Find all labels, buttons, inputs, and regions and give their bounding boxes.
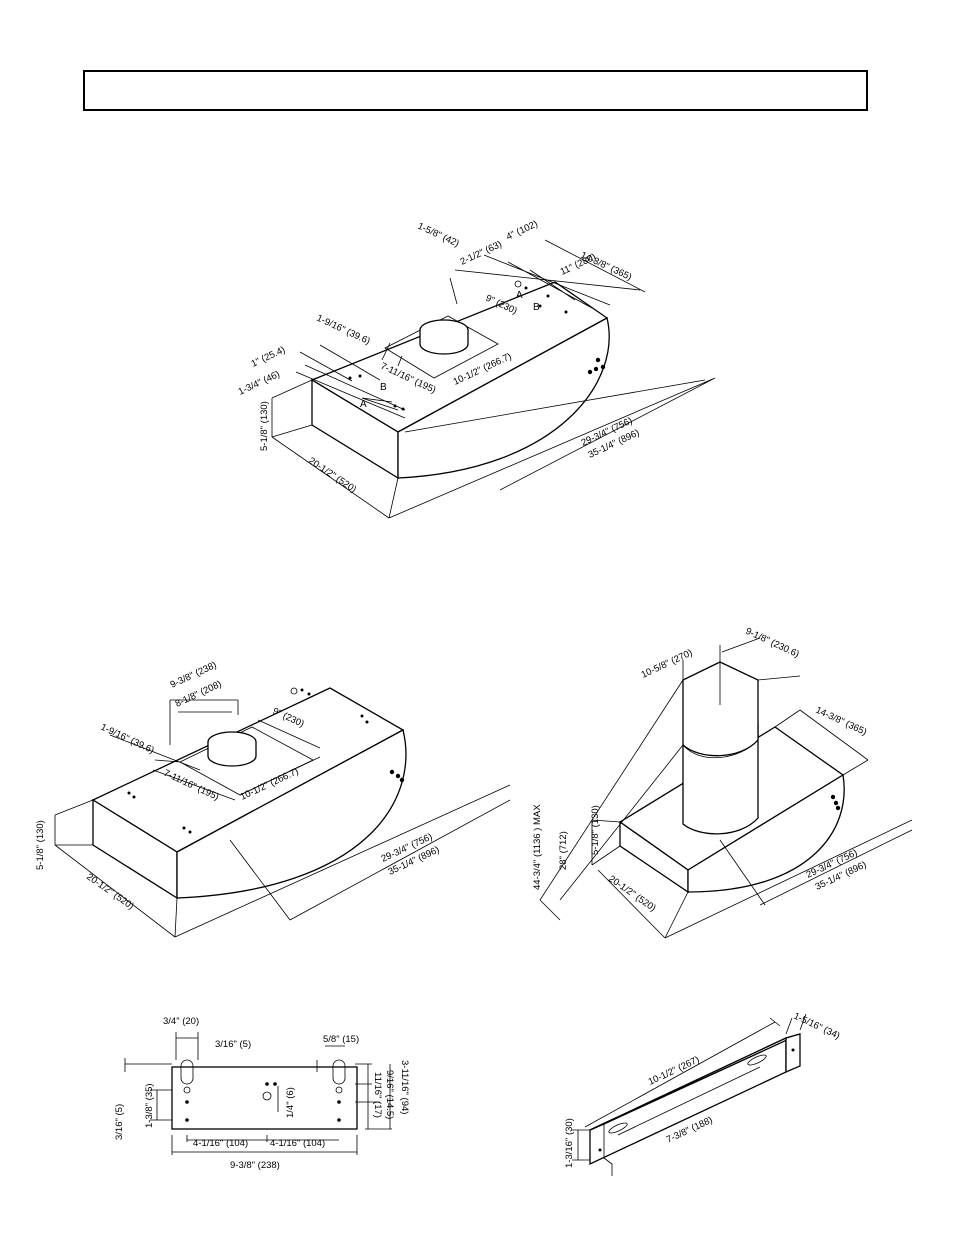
bl-dim-lines [124,1032,392,1155]
title-box [83,70,868,111]
top-dim-text: 1-3/4" (46) [237,369,282,398]
top-dim-text: 1" (25.4) [250,344,287,369]
bl-center-hole [262,1091,272,1101]
mr-dim-text: 5-1/8" (130) [590,805,601,855]
bl-dim-text: 9/16" (14.5) [384,1070,395,1119]
top-label-b: B [533,302,540,313]
bottom-right-view: 1-5/16" (34) 10-1/2" (267) 7-3/8" (188) … [564,1011,842,1176]
mr-dim-text: 20-1/2" (520) [606,873,657,914]
ml-dim-lines [54,699,511,938]
br-dim-lines [572,1013,807,1161]
br-bracket-end [785,1033,801,1073]
top-light-dot [593,366,599,372]
top-light-dot [595,357,601,363]
bl-dim-text: 11/16" (17) [372,1072,383,1118]
br-dim-text: 1-3/16" (30) [564,1118,575,1168]
bl-keyhole-slot [332,1059,346,1085]
top-label-b: B [380,382,387,393]
bl-dim-text: 3/16" (5) [114,1104,125,1140]
top-label-a: A [360,399,367,410]
br-slot [608,1122,628,1134]
bl-dim-text: 3/16" (5) [215,1039,251,1050]
ml-dim-text: 20-1/2" (520) [84,871,135,912]
bl-dim-text: 1/4" (6) [285,1087,296,1118]
top-dim-text: 4" (102) [505,219,540,243]
ml-hole [290,687,298,695]
ml-duct-collar [207,742,257,767]
middle-left-view: 9-3/8" (238) 8-1/8" (208) 9" (230) 1-9/1… [35,660,511,938]
bl-dim-text: 3-11/16" (94) [399,1060,410,1114]
ml-hood-curved-side [176,729,407,899]
br-bracket-top [589,1033,801,1131]
mr-dim-text: 44-3/4" (1136 ) MAX [532,804,543,890]
top-hood-curved-side [397,317,610,479]
top-dim-text: 5-1/8" (130) [259,401,270,451]
top-view: A B B A 1-5/8" (42) 2-1/2" (63) 4" (102)… [237,219,716,519]
bl-dim-text: 1-3/8" (35) [144,1083,155,1128]
top-hole [514,280,522,288]
bl-dim-text: 5/8" (15) [323,1034,359,1045]
top-dim-text: 2-1/2" (63) [459,239,504,268]
top-label-a: A [516,290,523,301]
mr-hood-curved-side [687,773,845,893]
top-light-dot [587,369,593,375]
bl-dim-text: 4-1/16" (104) [193,1138,248,1149]
mr-dim-text: 9-1/8" (230.6) [744,626,801,660]
mr-dim-text: 10-5/8" (270) [640,647,695,680]
bl-dim-text: 4-1/16" (104) [270,1138,325,1149]
mr-dim-text: 28" (712) [558,831,569,870]
top-dim-text: 1-9/16" (39.6) [315,313,372,347]
bl-mounting-plate [171,1066,358,1130]
ml-dim-text: 1-9/16" (39.6) [99,722,156,756]
top-dim-text: 20-1/2" (520) [306,455,358,495]
top-dim-lines [271,239,716,519]
top-dim-text: 1-5/8" (42) [416,221,461,250]
ml-dim-text: 5-1/8" (130) [35,820,46,870]
bl-keyhole-slot [180,1059,194,1085]
mr-chimney-upper [682,661,759,757]
bl-dim-text: 9-3/8" (238) [230,1160,280,1171]
mr-dim-text: 14-3/8" (365) [814,705,869,738]
bl-dim-text: 3/4" (20) [163,1016,199,1027]
mr-dim-lines [539,637,913,939]
top-duct-collar [419,330,469,355]
bottom-left-view: 3/4" (20) 3/16" (5) 5/8" (15) 3-11/16" (… [114,1016,410,1171]
br-slot [747,1054,767,1066]
middle-right-view: 10-5/8" (270) 9-1/8" (230.6) 14-3/8" (36… [532,626,913,939]
top-light-dot [600,364,606,370]
